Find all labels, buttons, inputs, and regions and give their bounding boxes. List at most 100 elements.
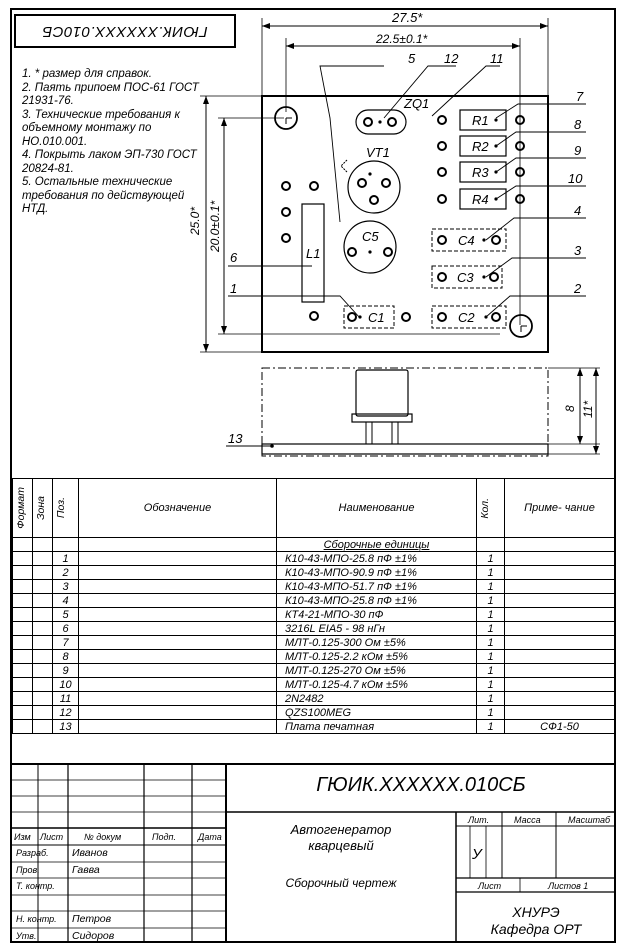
cell-name: Плата печатная — [276, 719, 477, 734]
dim-side-h1-label: 8 — [563, 405, 577, 412]
stamp-designation: ГЮИК.XXXXXX.010СБ — [14, 14, 236, 48]
callout-9: 9 — [574, 143, 581, 158]
ref-c4: C4 — [458, 233, 475, 248]
hdr-list: Лист — [40, 832, 64, 842]
note-4: 4. Покрыть лаком ЭП-730 ГОСТ 20824-81. — [22, 149, 197, 175]
component-c3 — [431, 265, 503, 289]
dim-width-total-label: 27.5* — [391, 10, 423, 25]
specification-table: Формат Зона Поз. Обозначение Наименовани… — [12, 478, 615, 734]
callout-1: 1 — [230, 281, 237, 296]
hdr-lit: Лит. — [468, 815, 490, 825]
dim-width-holes-label: 22.5±0.1* — [375, 32, 428, 46]
component-r1 — [437, 109, 525, 131]
hdr-name: Наименование — [276, 478, 477, 538]
role-label: Разраб. — [16, 848, 49, 858]
product-name-line1: Автогенератор — [290, 822, 392, 837]
ref-r1: R1 — [472, 113, 489, 128]
callout-leaders — [226, 65, 586, 447]
component-c5 — [343, 220, 397, 274]
hdr-note: Приме- чание — [504, 478, 615, 538]
component-vt1 — [340, 159, 401, 214]
ref-r4: R4 — [472, 192, 489, 207]
component-l1 — [301, 203, 325, 303]
side-view — [261, 367, 549, 457]
hdr-mass: Масса — [514, 815, 541, 825]
callout-7: 7 — [576, 89, 584, 104]
role-label: Утв. — [16, 931, 37, 941]
role-person: Иванов — [72, 847, 108, 859]
component-c1 — [343, 305, 411, 329]
organization-line1: ХНУРЭ — [512, 904, 560, 920]
mounting-hole-top-left — [274, 106, 298, 130]
product-name-line2: кварцевый — [308, 838, 374, 853]
callout-4: 4 — [574, 203, 581, 218]
callout-2: 2 — [573, 281, 582, 296]
spec-header-row: Формат Зона Поз. Обозначение Наименовани… — [12, 478, 615, 538]
letter-value: У — [472, 846, 482, 863]
document-type: Сборочный чертеж — [285, 876, 397, 890]
ref-c3: C3 — [457, 270, 474, 285]
ref-r3: R3 — [472, 165, 489, 180]
role-label: Пров. — [16, 865, 40, 875]
callout-6: 6 — [230, 250, 238, 265]
organization-line2: Кафедра ОРТ — [490, 921, 582, 937]
ref-c5: C5 — [362, 229, 379, 244]
ref-l1: L1 — [306, 246, 320, 261]
cell-name: К10-43-МПО-90.9 пФ ±1% — [276, 565, 477, 580]
callout-8: 8 — [574, 117, 582, 132]
dim-height-holes-label: 20.0±0.1* — [208, 200, 222, 253]
component-zq1 — [355, 109, 407, 135]
dim-side-h2-label: 11* — [581, 401, 595, 418]
callout-5: 5 — [408, 51, 416, 66]
ref-vt1: VT1 — [366, 145, 390, 160]
cell-note: СФ1-50 — [504, 719, 615, 734]
role-label: Т. контр. — [16, 881, 55, 891]
note-5: 5. Остальные технические требования по д… — [22, 176, 185, 215]
cell-name: QZS100MEG — [276, 705, 477, 720]
technical-notes: 1. * размер для справок. 2. Паять припое… — [22, 68, 202, 217]
hdr-pos: Поз. — [52, 478, 79, 538]
role-person: Сидоров — [72, 930, 115, 942]
hdr-sheets: Листов 1 — [548, 881, 589, 891]
callout-11: 11 — [490, 51, 504, 66]
role-label: Н. контр. — [16, 914, 57, 924]
note-1: 1. * размер для справок. — [22, 68, 152, 80]
drawing-sheet — [10, 8, 616, 943]
callout-13: 13 — [228, 431, 243, 446]
spec-section-row: Сборочные единицы — [12, 537, 615, 552]
ref-zq1: ZQ1 — [403, 96, 429, 111]
assembly-drawing: 27.5* 22.5±0.1* 25.0* 20.0±0.1* ZQ1 VT1 — [188, 10, 600, 457]
note-2: 2. Паять припоем ПОС-61 ГОСТ 21931-76. — [22, 81, 199, 108]
hdr-doc-no: № докум — [84, 832, 122, 842]
cell-name: МЛТ-0.125-300 Ом ±5% — [276, 635, 477, 650]
note-3: 3. Технические требования к объемному мо… — [22, 108, 180, 148]
ref-r2: R2 — [472, 139, 489, 154]
callout-10: 10 — [568, 171, 583, 186]
hdr-designation: Обозначение — [78, 478, 277, 538]
hdr-scale: Масштаб — [568, 815, 611, 825]
hdr-izm: Изм — [14, 832, 31, 842]
role-person: Гавва — [72, 864, 100, 876]
cell-pos: 13 — [52, 719, 79, 734]
role-person: Петров — [72, 913, 112, 925]
mounting-hole-bottom-right — [509, 314, 533, 338]
title-block-code: ГЮИК.XXXXXX.010СБ — [316, 774, 526, 796]
hdr-sheet: Лист — [478, 881, 502, 891]
component-c2 — [431, 305, 507, 329]
pad-holes-left — [281, 181, 319, 321]
component-c4 — [431, 228, 507, 252]
callout-12: 12 — [444, 51, 459, 66]
pcb-board — [261, 95, 549, 353]
component-r4 — [437, 188, 525, 210]
ref-c1: C1 — [368, 310, 385, 325]
cell-name: К10-43-МПО-25.8 пФ ±1% — [276, 593, 477, 608]
callout-3: 3 — [574, 243, 582, 258]
ref-c2: C2 — [458, 310, 475, 325]
